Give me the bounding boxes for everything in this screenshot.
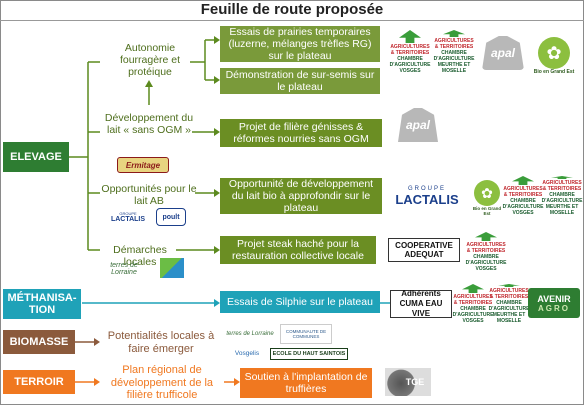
- box-genisses: Projet de filière génisses & réformes no…: [220, 119, 382, 147]
- vosgelis-logo: Vosgelis: [234, 349, 260, 357]
- ermitage-logo: Ermitage: [117, 157, 169, 173]
- poult-logo: poult: [156, 208, 186, 226]
- apal-logo-2: apal: [398, 108, 438, 142]
- puzzle-logo: [160, 258, 184, 278]
- box-lait-bio: Opportunité de développement du lait bio…: [220, 178, 382, 214]
- box-sursemis: Démonstration de sur-semis sur le platea…: [220, 68, 380, 94]
- label-terroir: Plan régional de développement de la fil…: [110, 364, 214, 401]
- page-title: Feuille de route proposée: [0, 0, 584, 21]
- terres-lorraine-logo: terres de Lorraine: [110, 262, 138, 276]
- box-truffieres: Soutien à l'implantation de truffières: [240, 368, 372, 398]
- lactalis-logo-large: GROUPE LACTALIS: [395, 185, 459, 207]
- label-biomasse: Potentialités locales à faire émerger: [107, 330, 215, 355]
- cuma-partners-box: Adhérents CUMA EAU VIVE: [390, 289, 452, 318]
- apal-logo-1: apal: [482, 36, 524, 70]
- avenir-agro-logo: AVENIR AGRO: [528, 288, 580, 318]
- box-prairies: Essais de prairies temporaires (luzerne,…: [220, 26, 380, 62]
- category-elevage: ELEVAGE: [3, 142, 69, 172]
- communaute-logo: COMMUNAUTE DE COMMUNES: [280, 324, 332, 344]
- tge-logo: TGE: [385, 368, 431, 396]
- label-demarches: Démarches locales: [113, 244, 167, 268]
- category-methanisation: MÉTHANISA- TION: [3, 289, 81, 319]
- lactalis-logo-small: GROUPE LACTALIS: [110, 211, 146, 223]
- label-developpement: Développement du lait « sans OGM »: [104, 112, 194, 136]
- box-steak: Projet steak haché pour la restauration …: [220, 236, 376, 264]
- bio-grand-est-logo-2: ✿ Bio en Grand Est: [470, 176, 504, 220]
- label-autonomie: Autonomie fourragère et protéique: [119, 42, 181, 78]
- ecole-logo: ECOLE DU HAUT SAINTOIS: [270, 348, 348, 360]
- box-silphie: Essais de Silphie sur le plateau: [220, 291, 380, 313]
- category-terroir: TERROIR: [3, 370, 75, 394]
- terres-lorraine-logo-2: terres de Lorraine: [226, 331, 274, 337]
- cooperative-adequat-logo: COOPERATIVE ADEQUAT: [388, 238, 460, 262]
- category-biomasse: BIOMASSE: [3, 330, 75, 354]
- label-opportunites: Opportunités pour le lait AB: [101, 183, 197, 207]
- bio-grand-est-logo-1: ✿ Bio en Grand Est: [532, 32, 576, 80]
